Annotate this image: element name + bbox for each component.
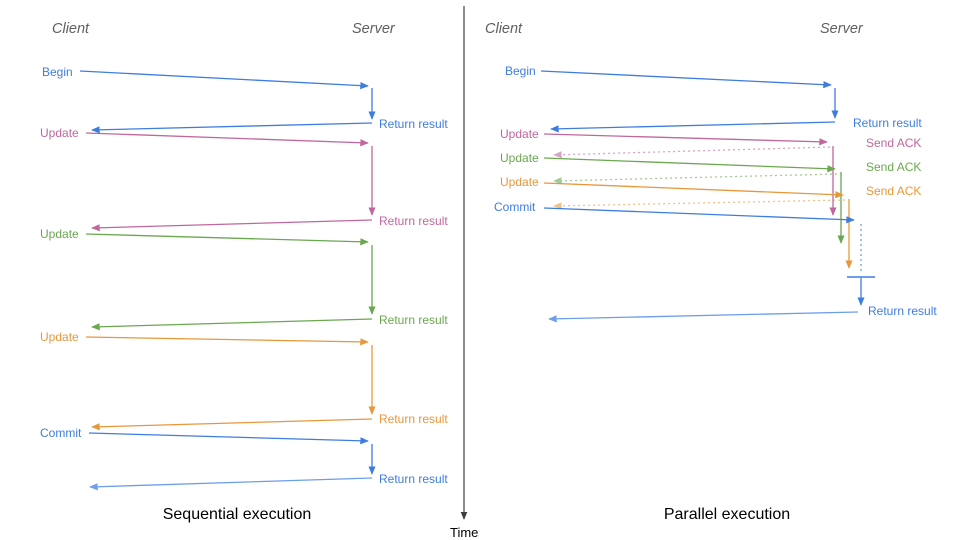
par-update2-label: Update bbox=[500, 151, 539, 165]
par-update3-request-line bbox=[543, 182, 844, 199]
seq-msg-commit: Commit Return result bbox=[40, 426, 448, 491]
seq-update1-return-label: Return result bbox=[379, 214, 448, 228]
seq-update1-request-line bbox=[85, 132, 369, 147]
par-update1-label: Update bbox=[500, 127, 539, 141]
seq-update3-request-line bbox=[85, 336, 369, 346]
par-msg-commit: Commit Return result bbox=[494, 200, 937, 323]
seq-server-header: Server bbox=[352, 21, 396, 37]
par-begin-return-line bbox=[550, 121, 836, 133]
seq-update3-return-label: Return result bbox=[379, 412, 448, 426]
par-update2-ack-line bbox=[553, 173, 838, 185]
time-axis-label: Time bbox=[450, 525, 478, 540]
seq-update2-request-line bbox=[85, 233, 369, 246]
par-update1-ack-line bbox=[553, 146, 831, 159]
seq-commit-return-label: Return result bbox=[379, 472, 448, 486]
seq-commit-label: Commit bbox=[40, 426, 82, 440]
par-update3-ack-line bbox=[553, 199, 846, 210]
seq-client-header: Client bbox=[52, 21, 90, 37]
seq-begin-request-line bbox=[79, 70, 369, 90]
par-update2-ack-label: Send ACK bbox=[866, 160, 921, 174]
time-axis: Time bbox=[450, 6, 478, 540]
seq-msg-begin: Begin Return result bbox=[42, 65, 448, 134]
seq-update2-label: Update bbox=[40, 227, 79, 241]
seq-update2-return-line bbox=[91, 318, 373, 331]
seq-commit-return-line bbox=[89, 477, 373, 491]
par-begin-return-label: Return result bbox=[853, 116, 922, 130]
par-begin-label: Begin bbox=[505, 64, 536, 78]
par-msg-update-3: Update Send ACK bbox=[500, 175, 921, 269]
par-msg-update-1: Update Send ACK bbox=[500, 127, 921, 216]
seq-update3-label: Update bbox=[40, 330, 79, 344]
seq-update1-return-line bbox=[91, 219, 373, 232]
par-msg-update-2: Update Send ACK bbox=[500, 151, 921, 244]
par-server-header: Server bbox=[820, 21, 864, 37]
par-update3-ack-label: Send ACK bbox=[866, 184, 921, 198]
seq-begin-return-line bbox=[91, 122, 373, 134]
parallel-panel: Client Server Begin Return result Update… bbox=[485, 21, 937, 523]
seq-update3-return-line bbox=[91, 418, 373, 431]
seq-commit-request-line bbox=[88, 432, 369, 445]
par-msg-begin: Begin Return result bbox=[505, 64, 922, 133]
par-commit-request-line bbox=[543, 207, 855, 224]
seq-msg-update-2: Update Return result bbox=[40, 227, 448, 331]
par-client-header: Client bbox=[485, 21, 523, 37]
sequential-panel-title: Sequential execution bbox=[163, 506, 312, 523]
parallel-panel-title: Parallel execution bbox=[664, 506, 790, 523]
seq-update1-label: Update bbox=[40, 126, 79, 140]
par-update1-request-line bbox=[543, 133, 828, 146]
seq-msg-update-3: Update Return result bbox=[40, 330, 448, 431]
par-update1-ack-label: Send ACK bbox=[866, 136, 921, 150]
par-commit-return-line bbox=[548, 311, 859, 323]
sequential-panel: Client Server Begin Return result Update… bbox=[40, 21, 448, 523]
seq-msg-update-1: Update Return result bbox=[40, 126, 448, 232]
seq-update2-return-label: Return result bbox=[379, 313, 448, 327]
par-update3-label: Update bbox=[500, 175, 539, 189]
par-commit-label: Commit bbox=[494, 200, 536, 214]
seq-begin-return-label: Return result bbox=[379, 117, 448, 131]
par-update2-request-line bbox=[543, 157, 836, 173]
seq-begin-label: Begin bbox=[42, 65, 73, 79]
par-begin-request-line bbox=[540, 70, 832, 89]
par-commit-return-label: Return result bbox=[868, 304, 937, 318]
